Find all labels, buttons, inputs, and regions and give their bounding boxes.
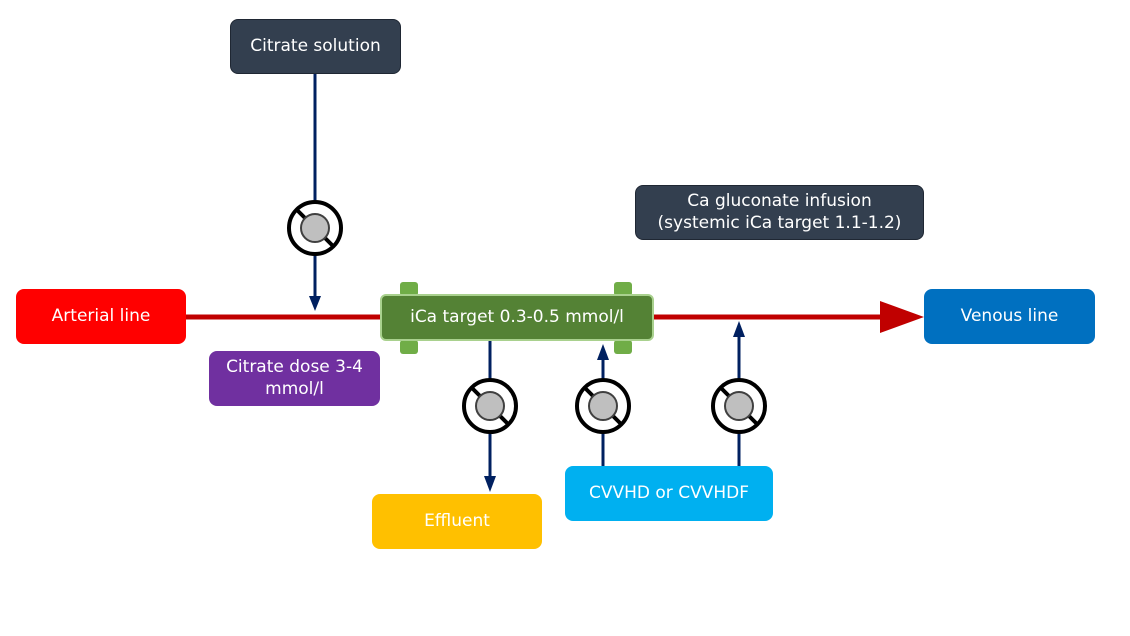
effluent-box: Effluent: [372, 494, 542, 549]
filter-port-top-right: [614, 282, 632, 296]
ca-gluconate-label-line2: (systemic iCa target 1.1-1.2): [657, 212, 902, 233]
replacement-pump-icon: [711, 378, 767, 434]
blood-line-arrowhead: [880, 301, 924, 333]
filter-port-bottom-right: [614, 340, 632, 354]
citrate-solution-label: Citrate solution: [250, 35, 381, 56]
citrate-dose-label-line1: Citrate dose 3-4: [226, 357, 363, 378]
citrate-flow-arrowhead: [309, 296, 321, 311]
cvvhd-box: CVVHD or CVVHDF: [565, 466, 773, 521]
filter-port-bottom-left: [400, 340, 418, 354]
arterial-line-label: Arterial line: [51, 305, 151, 326]
filter-port-top-left: [400, 282, 418, 296]
ca-gluconate-box: Ca gluconate infusion (systemic iCa targ…: [635, 185, 924, 240]
replacement-flow-arrowhead: [733, 321, 745, 337]
dialysate-flow-arrowhead: [597, 344, 609, 360]
citrate-pump-icon: [287, 200, 343, 256]
venous-line-label: Venous line: [960, 305, 1059, 326]
citrate-dose-label-line2: mmol/l: [265, 378, 324, 399]
cvvhd-label: CVVHD or CVVHDF: [589, 482, 749, 503]
citrate-dose-box: Citrate dose 3-4 mmol/l: [209, 351, 380, 406]
filter-label: iCa target 0.3-0.5 mmol/l: [410, 306, 624, 327]
effluent-pump-icon: [462, 378, 518, 434]
venous-line-box: Venous line: [924, 289, 1095, 344]
arterial-line-box: Arterial line: [16, 289, 186, 344]
dialysate-pump-icon: [575, 378, 631, 434]
ca-gluconate-label-line1: Ca gluconate infusion: [687, 191, 872, 212]
effluent-label: Effluent: [424, 510, 490, 531]
effluent-flow-arrowhead: [484, 476, 496, 492]
filter-box: iCa target 0.3-0.5 mmol/l: [380, 294, 654, 341]
citrate-solution-box: Citrate solution: [230, 19, 401, 74]
